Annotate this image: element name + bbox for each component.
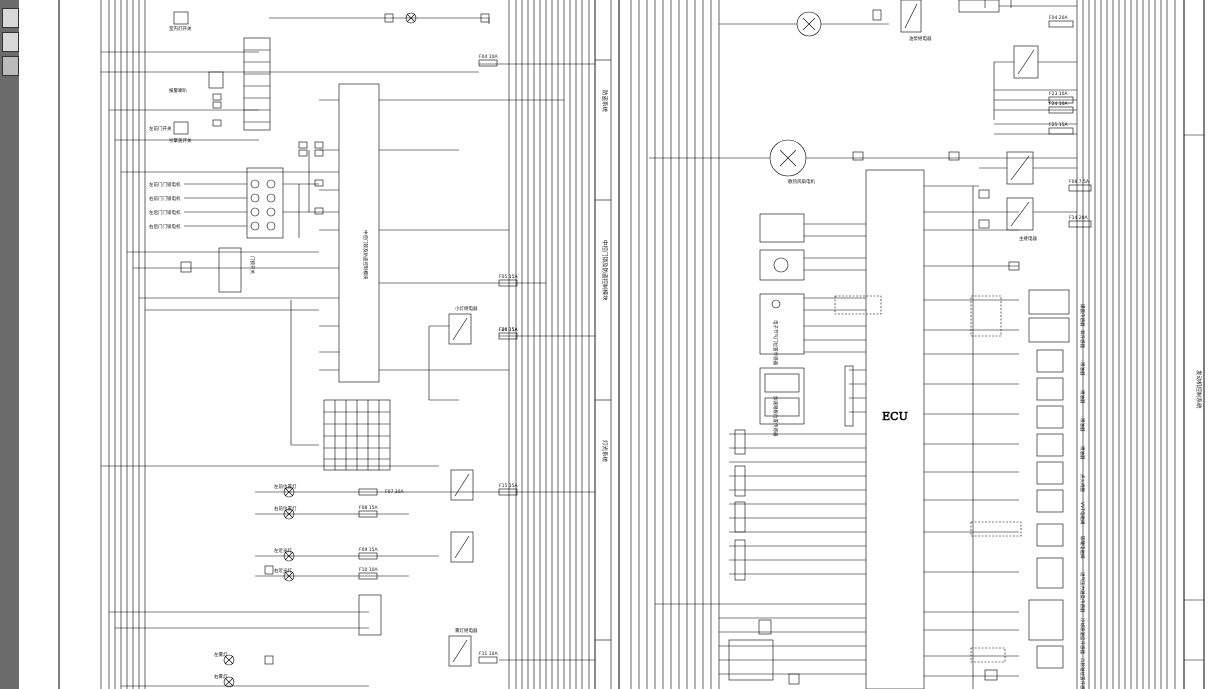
fog-lamp-relay [448, 635, 472, 667]
component-label: 左雾灯 [214, 651, 228, 658]
fuse-label: F08 15A [359, 505, 378, 511]
left-feed-lines [101, 17, 595, 687]
fuel-relay-right [979, 151, 1092, 192]
component-label: 左前门开关 [149, 125, 172, 132]
right-bus-lines [1076, 0, 1176, 689]
fuse-label: F04 10A [479, 54, 498, 60]
fuse-label: F04 20A [1049, 15, 1068, 21]
ecu-left-sensors [728, 213, 882, 681]
fuse-label: F23 10A [1049, 91, 1068, 97]
viewer-toolbar [0, 0, 19, 689]
component-label: 左前门门锁电机 [149, 181, 181, 188]
fuse-label: F08 7.5A [1069, 179, 1090, 185]
component-label: 左后门门锁电机 [149, 209, 181, 216]
component-label: 散热风扇电机 [788, 178, 815, 185]
component-label: 右雾灯 [214, 673, 228, 680]
component-label: 点火线圈 [1079, 474, 1086, 492]
page-icon[interactable] [2, 32, 19, 52]
fuse-label: F06 15A [499, 327, 518, 333]
section-label: 发动机控制系统 [1195, 370, 1203, 409]
component-label: 冷却液温度传感器 [1079, 618, 1086, 654]
component-label: 门锁开关 [249, 256, 256, 274]
component-label: 喷油器 [1079, 362, 1086, 376]
component-label: 喷油器 [1079, 418, 1086, 432]
component-label: 左前位置灯 [274, 483, 297, 490]
component-label: 右前门门锁电机 [149, 195, 181, 202]
switch-matrix [323, 399, 391, 471]
component-label: 雾灯继电器 [455, 627, 478, 634]
fuse-label: F07 30A [385, 489, 404, 495]
component-label: 喷油器 [1079, 390, 1086, 404]
component-label: 右近光灯 [274, 567, 292, 574]
ecu-right-devices [970, 186, 1070, 689]
component-label: 引擎盖开关 [169, 137, 192, 144]
component-label: 进气压力温度传感器 [1079, 572, 1086, 613]
ecu-block: ECU [865, 169, 925, 689]
low-beam-relay [450, 469, 474, 501]
center-bus-lines [618, 0, 720, 689]
section-label: 中控门锁及防盗控制模块 [601, 240, 609, 301]
main-relay-top [993, 20, 1077, 135]
ecu-right-leads [924, 185, 1019, 677]
left-switches [173, 11, 382, 636]
component-label: 电子节气门位置传感器 [772, 320, 779, 365]
main-relay [1006, 197, 1092, 231]
fuse-label: F05 15A [499, 274, 518, 280]
security-controller-block [243, 37, 271, 131]
fuel-pump-motor [719, 11, 889, 37]
component-label: 加速踏板位置传感器 [772, 396, 779, 437]
component-label: 喷油器 [1079, 446, 1086, 460]
fuse-label: F20 15A [499, 327, 518, 333]
section-label: 灯光系统 [601, 440, 609, 463]
component-label: 油泵继电器 [909, 35, 932, 42]
fuse-label: F11 10A [479, 651, 498, 657]
high-beam-relay [450, 531, 474, 563]
component-label: 主继电器 [1019, 235, 1037, 242]
ecu-left-leads [655, 223, 866, 675]
component-label: 中控门锁及防盗控制模块 [362, 230, 369, 280]
schematic-sheet: ECU [19, 0, 1223, 689]
component-label: 左近光灯 [274, 547, 292, 554]
component-label: 氧传感器 [1079, 330, 1086, 348]
component-label: 室内灯开关 [169, 25, 192, 32]
component-label: 右前位置灯 [274, 505, 297, 512]
fuse-label: F10 10A [359, 567, 378, 573]
fuel-pump-relay [900, 0, 1077, 33]
fuse-label: F09 15A [359, 547, 378, 553]
component-label: 碳罐电磁阀 [1079, 536, 1086, 559]
page-icon[interactable] [2, 8, 19, 28]
component-label: 小灯继电器 [455, 305, 478, 312]
wiring-diagram: ECU [58, 0, 1205, 689]
fuse-label: F24 10A [1049, 101, 1068, 107]
component-label: 爆震传感器 [1079, 304, 1086, 327]
right-splice-boxes [734, 9, 1020, 685]
fuse-label: F14 20A [1069, 215, 1088, 221]
section-label: 防盗系统 [601, 90, 609, 113]
left-fuses [358, 59, 518, 664]
central-lock-module [290, 83, 380, 446]
component-label: VVT电磁阀 [1079, 502, 1086, 525]
attachment-icon[interactable] [2, 56, 19, 76]
component-label: 凸轮轴位置传感器 [1079, 658, 1086, 689]
component-label: 右后门门锁电机 [149, 223, 181, 230]
lamp-symbols [223, 12, 417, 688]
left-splice-boxes [212, 13, 490, 665]
radiator-fan-motor [649, 139, 1077, 177]
component-label: 报警喇叭 [169, 87, 187, 94]
door-motor-array [184, 150, 319, 239]
fuse-label: F15 15A [499, 483, 518, 489]
small-light-relay [428, 313, 472, 401]
fuse-label: F25 15A [1049, 122, 1068, 128]
left-bus-lines [100, 0, 612, 689]
ecu-label: ECU [882, 410, 908, 423]
